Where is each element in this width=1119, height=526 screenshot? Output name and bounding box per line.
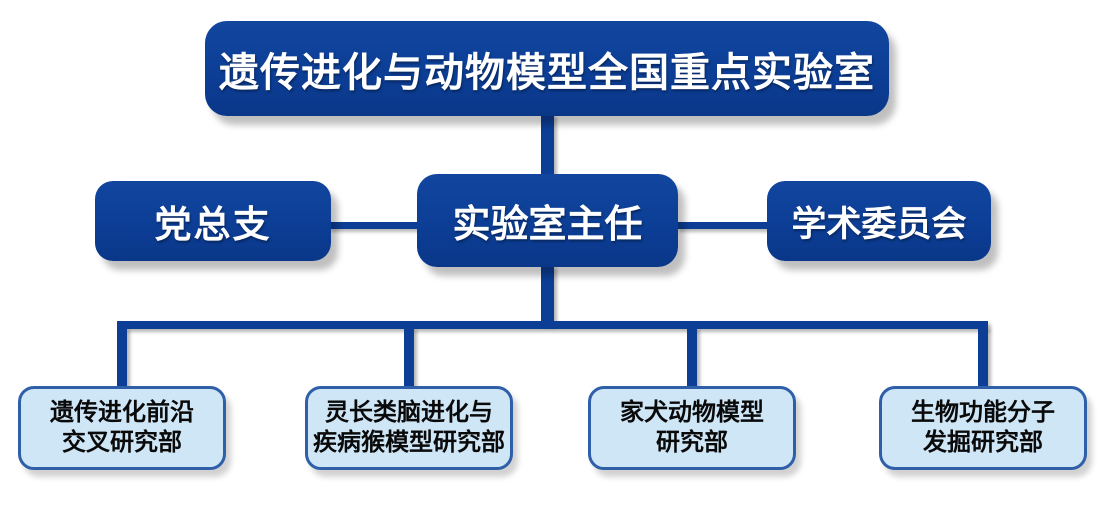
- org-box-root-label: 遗传进化与动物模型全国重点实验室: [219, 50, 875, 95]
- org-box-dept-primate-brain-label: 灵长类脑进化与 疾病猴模型研究部: [313, 399, 505, 456]
- org-box-academic-committee-label: 学术委员会: [791, 204, 967, 244]
- org-box-lab-director-label: 实验室主任: [452, 204, 643, 246]
- connector-drop-dept-4: [978, 327, 988, 387]
- org-box-party-branch-label: 党总支: [154, 204, 272, 245]
- org-box-root: 遗传进化与动物模型全国重点实验室: [205, 21, 889, 116]
- org-box-dept-primate-brain: 灵长类脑进化与 疾病猴模型研究部: [305, 386, 513, 470]
- org-box-dept-canine-model-label: 家犬动物模型 研究部: [620, 399, 764, 456]
- connector-drop-dept-3: [687, 327, 697, 387]
- org-box-dept-genetic-evolution-label: 遗传进化前沿 交叉研究部: [50, 399, 194, 456]
- org-box-lab-director: 实验室主任: [417, 174, 678, 267]
- connector-root-to-director: [541, 114, 554, 178]
- org-box-dept-biofunctional-molecules: 生物功能分子 发掘研究部: [879, 386, 1087, 470]
- org-box-dept-genetic-evolution: 遗传进化前沿 交叉研究部: [18, 386, 226, 470]
- connector-drop-dept-1: [117, 327, 127, 387]
- connector-distributor: [117, 321, 988, 329]
- org-box-academic-committee: 学术委员会: [767, 181, 991, 261]
- org-box-dept-canine-model: 家犬动物模型 研究部: [588, 386, 796, 470]
- connector-drop-dept-2: [404, 327, 414, 387]
- org-box-dept-biofunctional-molecules-label: 生物功能分子 发掘研究部: [911, 399, 1055, 456]
- connector-director-to-academic: [676, 222, 770, 229]
- org-box-party-branch: 党总支: [95, 181, 331, 261]
- connector-party-to-director: [328, 222, 420, 229]
- connector-director-down: [541, 265, 554, 325]
